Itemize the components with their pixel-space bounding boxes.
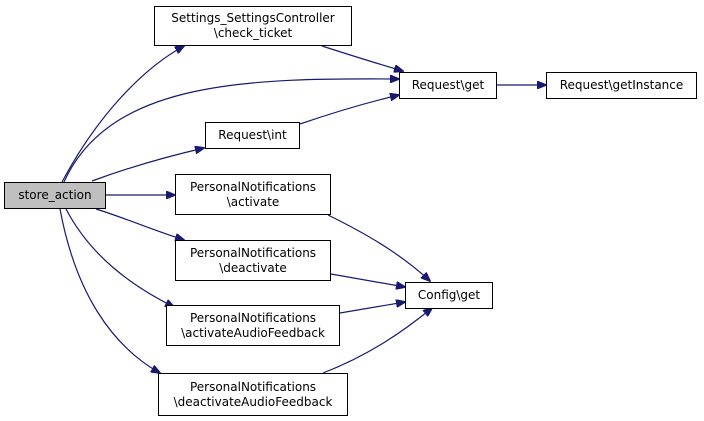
edge-store_action-to-check_ticket: [61, 46, 184, 183]
node-label: PersonalNotifications: [189, 245, 317, 260]
node-label: PersonalNotifications: [189, 379, 317, 394]
edge-pn_activate_audio-to-config_get: [339, 302, 405, 314]
edge-store_action-to-request_get: [63, 79, 399, 183]
edge-store_action-to-request_int: [91, 148, 204, 182]
node-label: \activateAudioFeedback: [181, 325, 325, 340]
node-label: Settings_SettingsController: [171, 11, 335, 25]
node-request_getinstance[interactable]: Request\getInstance: [546, 72, 697, 99]
node-request_int[interactable]: Request\int: [205, 122, 300, 149]
node-request_get[interactable]: Request\get: [399, 72, 497, 99]
edge-pn_activate-to-config_get: [327, 214, 430, 281]
node-label: \check_ticket: [213, 26, 293, 40]
node-pn_activate[interactable]: PersonalNotifications \activate: [175, 174, 331, 215]
node-store_action[interactable]: store_action: [4, 182, 106, 209]
edge-request_int-to-request_get: [299, 95, 399, 125]
node-pn_activate_audio[interactable]: PersonalNotifications \activateAudioFeed…: [166, 305, 340, 346]
node-label: \deactivate: [219, 260, 287, 275]
node-label: Config\get: [417, 288, 481, 302]
node-label: Request\get: [411, 78, 485, 92]
edge-pn_deactivate-to-config_get: [330, 273, 405, 287]
edge-store_action-to-pn_deactivate_audio: [59, 208, 160, 373]
node-label: store_action: [18, 188, 92, 202]
node-label: PersonalNotifications: [189, 310, 317, 325]
node-config_get[interactable]: Config\get: [405, 282, 493, 309]
edge-store_action-to-pn_activate_audio: [65, 208, 174, 307]
node-label: \deactivateAudioFeedback: [173, 394, 333, 409]
node-label: \activate: [226, 194, 280, 209]
node-check_ticket[interactable]: Settings_SettingsController \check_ticke…: [154, 6, 352, 46]
edge-pn_deactivate_audio-to-config_get: [322, 308, 432, 374]
node-pn_deactivate[interactable]: PersonalNotifications \deactivate: [175, 240, 331, 281]
node-pn_deactivate_audio[interactable]: PersonalNotifications \deactivateAudioFe…: [158, 373, 348, 416]
node-label: PersonalNotifications: [189, 179, 317, 194]
edge-store_action-to-pn_deactivate: [95, 208, 184, 240]
node-label: Request\getInstance: [559, 78, 684, 92]
edge-check_ticket-to-request_get: [321, 45, 403, 71]
node-label: Request\int: [218, 128, 287, 142]
